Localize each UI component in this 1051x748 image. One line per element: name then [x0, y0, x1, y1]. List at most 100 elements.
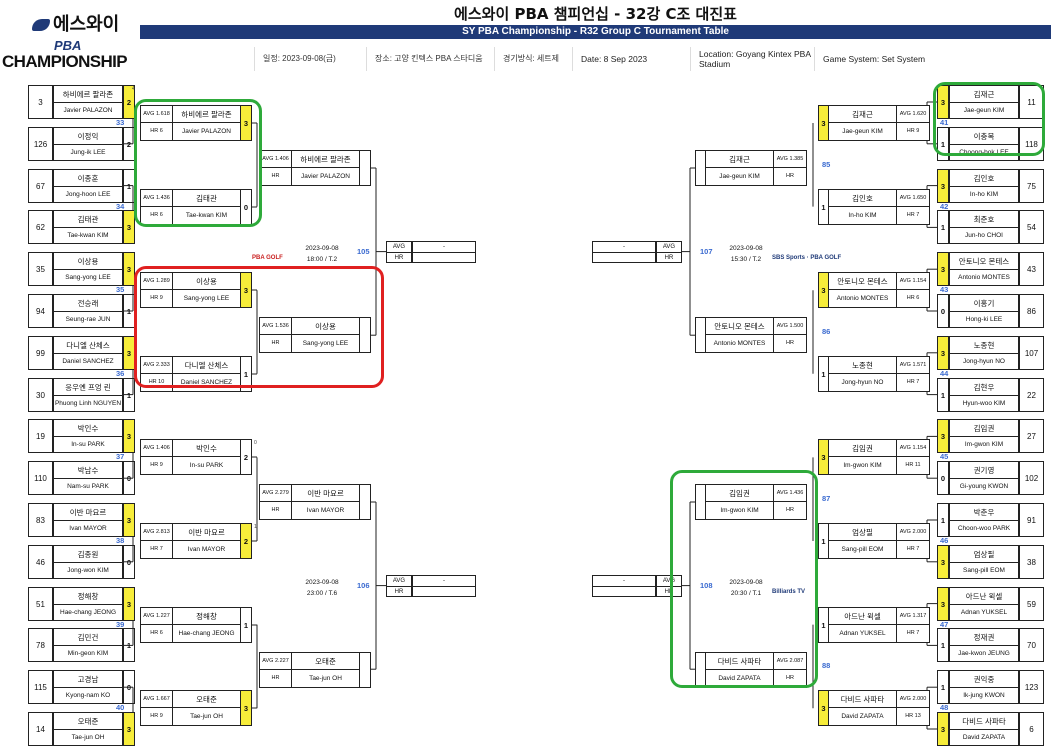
avg-value: AVG 1.154 [897, 440, 929, 457]
set-score: 3 [937, 85, 949, 119]
player-name-ko: 아드난 윅셀 [829, 608, 896, 625]
player-name-en: Ivan MAYOR [69, 525, 107, 532]
player-name-en: Im-gwon KIM [720, 507, 759, 514]
game-number: 46 [940, 535, 949, 545]
schedule-date: 2023-09-08 [305, 244, 339, 252]
player-name-en: Daniel SANCHEZ [62, 358, 114, 365]
set-score: 3 [937, 587, 949, 621]
final-empty [593, 587, 655, 598]
set-score: 3 [937, 169, 949, 203]
seed-number: 78 [28, 628, 53, 662]
brand-ko: 에스와이 [53, 14, 120, 35]
player-name-en: Sang-yong LEE [302, 340, 349, 347]
player-name-ko: 이충복 [950, 128, 1018, 145]
player-name-ko: 박남수 [54, 462, 122, 479]
game-number: 85 [822, 159, 831, 169]
player-name-ko: 이종훈 [54, 170, 122, 187]
pba-logo: 에스와이 PBA CHAMPIONSHIP [2, 8, 136, 71]
seed-number: 94 [28, 294, 53, 328]
avg-value: AVG 1.618 [141, 106, 172, 123]
seed-number: 107 [1019, 336, 1044, 370]
avg-value: AVG 1.406 [141, 440, 172, 457]
set-score: 3 [937, 712, 949, 746]
final-player: - [593, 242, 655, 253]
player-name-en: Im-gwon KIM [964, 441, 1004, 448]
player-name-en: Jong-hoon LEE [65, 191, 111, 198]
set-score: 0 [937, 294, 949, 328]
avg-value: AVG 1.571 [897, 357, 929, 374]
seed-number: 118 [1019, 127, 1044, 161]
